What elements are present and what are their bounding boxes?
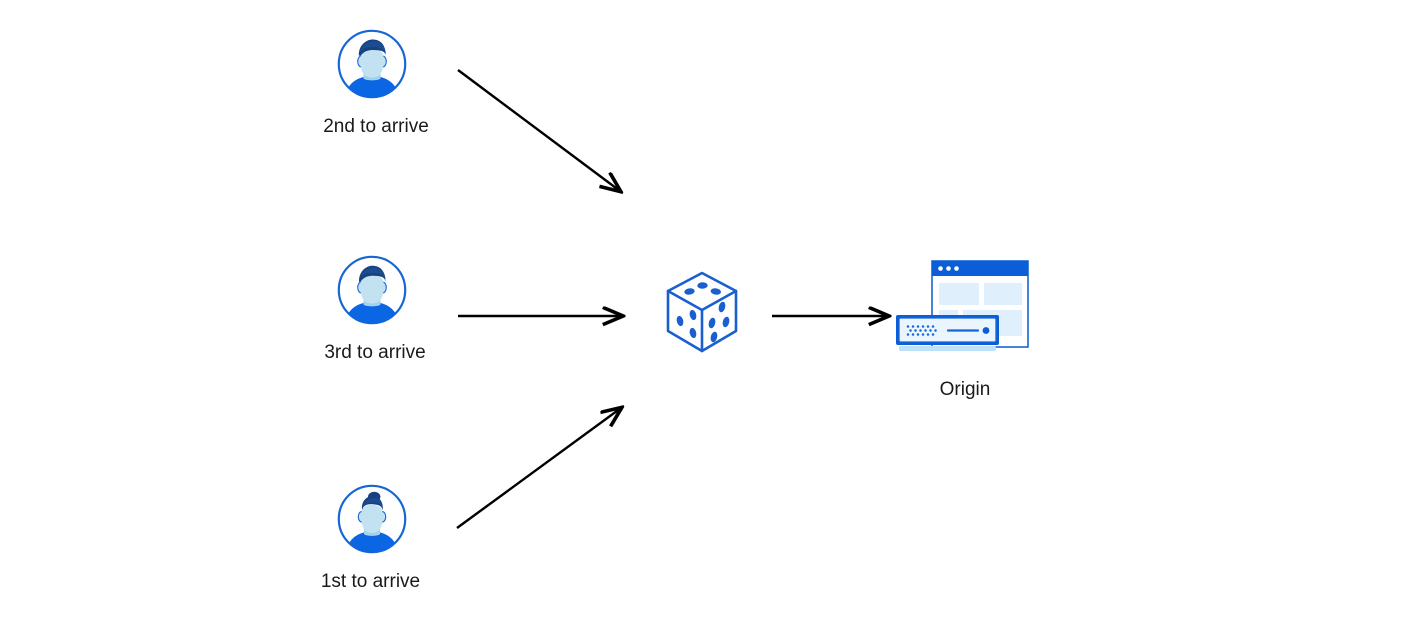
origin-node — [893, 256, 1038, 373]
client-label-3rd: 3rd to arrive — [324, 342, 426, 363]
dice-icon — [666, 271, 738, 353]
client-node-3rd — [336, 254, 408, 331]
user-avatar-icon — [337, 255, 407, 325]
arrow-2nd-to-dice — [457, 69, 620, 191]
client-node-2nd — [336, 28, 408, 105]
client-label-1st: 1st to arrive — [320, 571, 421, 592]
client-node-1st — [336, 483, 408, 560]
origin-server-icon — [896, 260, 1029, 351]
origin-label: Origin — [939, 379, 991, 400]
browser-window-icon — [931, 260, 1029, 348]
user-avatar-icon — [337, 29, 407, 99]
server-device-icon — [896, 315, 999, 351]
client-label-2nd: 2nd to arrive — [323, 116, 429, 137]
user-avatar-icon — [337, 484, 407, 554]
arrow-1st-to-dice — [456, 408, 621, 529]
random-balancer-node — [660, 269, 744, 362]
